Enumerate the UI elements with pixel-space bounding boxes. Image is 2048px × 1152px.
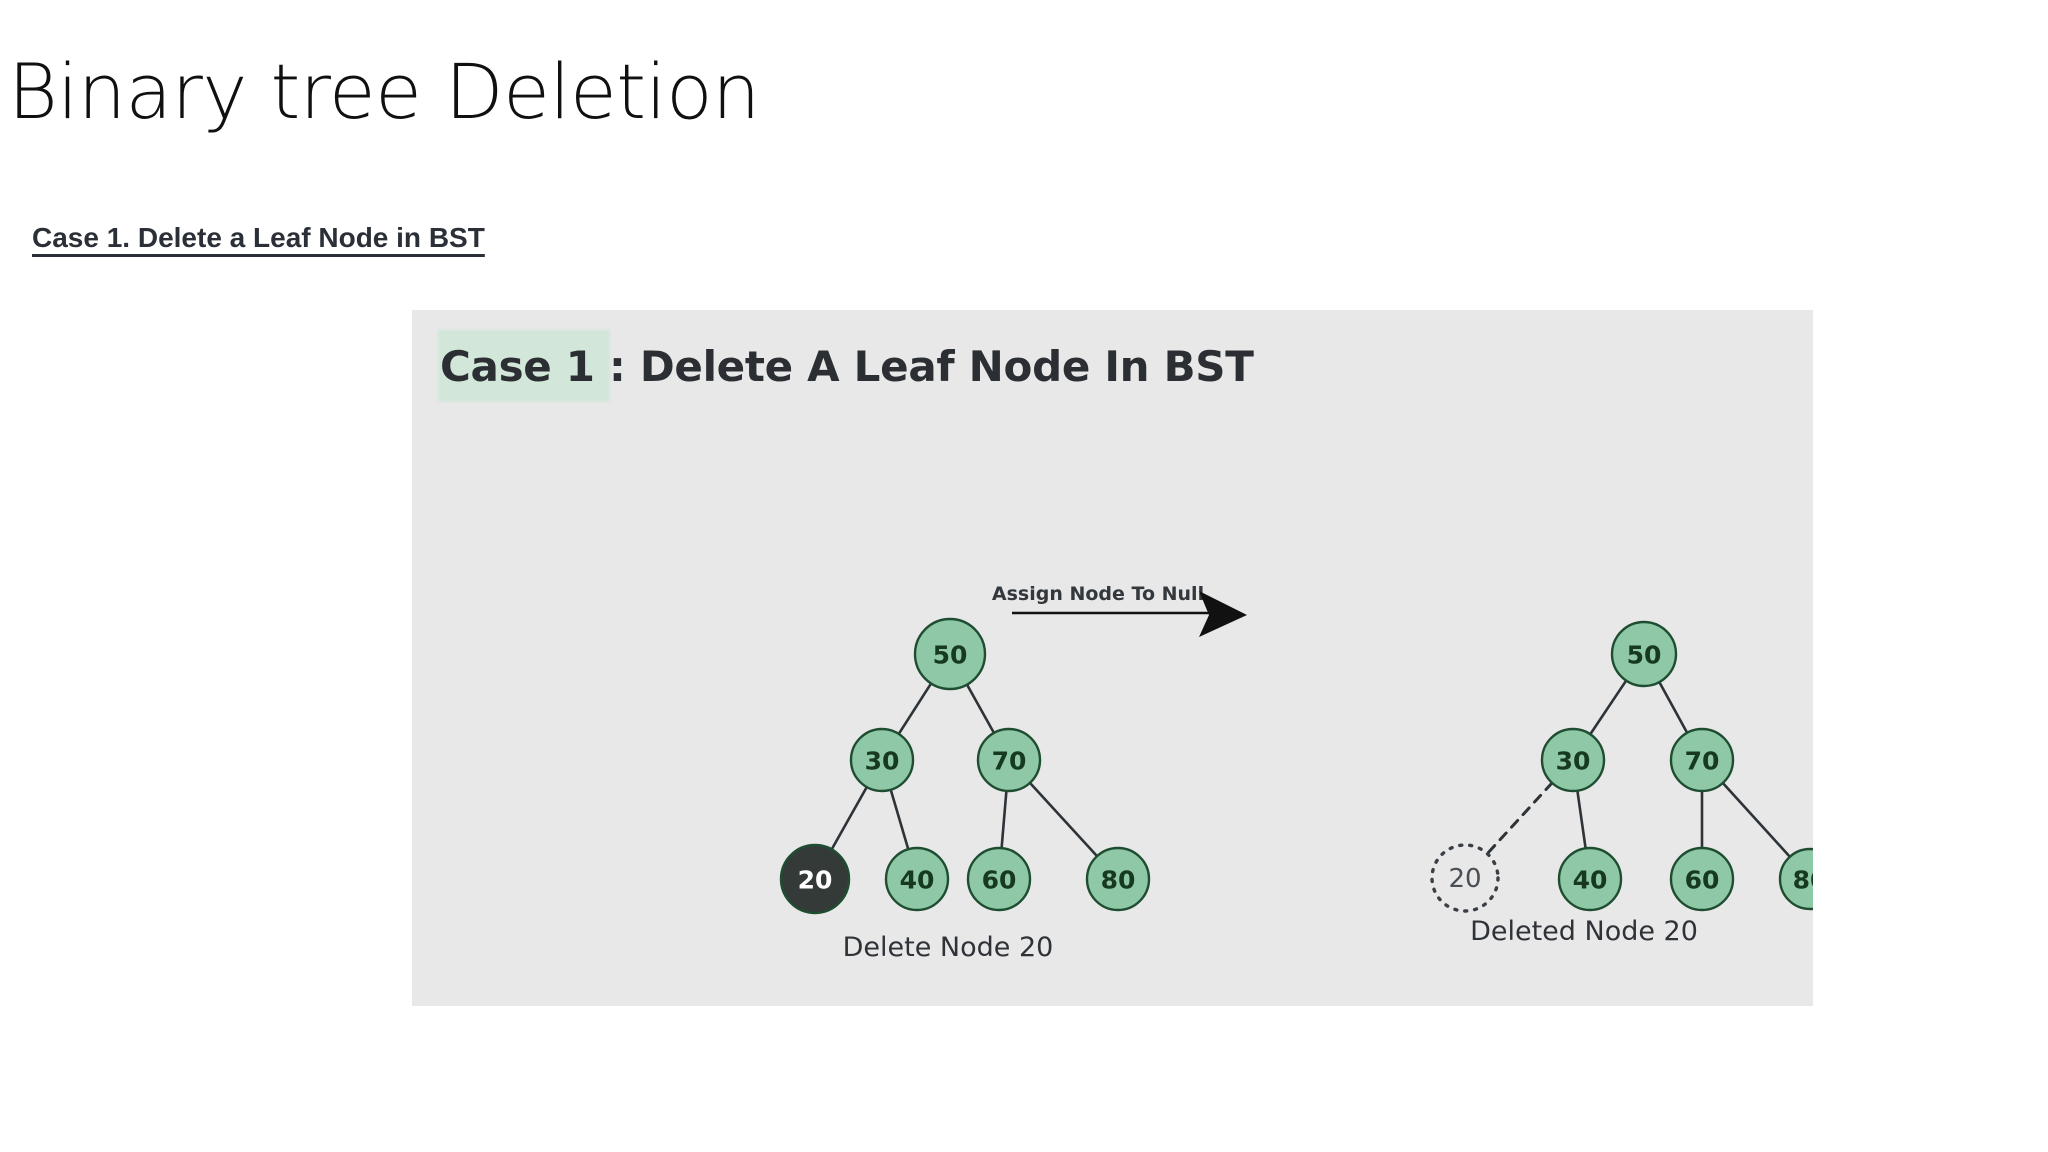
- right-tree-edges: [1576, 679, 1791, 858]
- tree-node-circle: [1610, 620, 1678, 688]
- tree-node-circle: [1669, 846, 1735, 912]
- left-tree-nodes: 50 30 70 20 40 60 80: [779, 617, 1151, 915]
- tree-node-label: 40: [1573, 866, 1608, 895]
- tree-node-80[interactable]: 80: [1778, 847, 1813, 911]
- tree-edge: [1028, 781, 1099, 858]
- bst-deletion-diagram: 50 30 70 20 40 60 80 Delete Node 20 Assign Nod…: [779, 583, 1813, 963]
- tree-node-label: 60: [1685, 866, 1720, 895]
- tree-node-30[interactable]: 30: [1540, 727, 1606, 793]
- tree-edge: [1658, 681, 1689, 734]
- case-subheading: Case 1. Delete a Leaf Node in BST: [32, 222, 485, 253]
- tree-node-60[interactable]: 60: [1669, 846, 1735, 912]
- right-tree-dashed-edges: [1485, 781, 1554, 856]
- page-title: Binary tree Deletion: [8, 47, 760, 136]
- tree-node-circle: [1085, 846, 1151, 912]
- tree-edge: [1589, 679, 1628, 735]
- figure-heading-highlight: [438, 330, 610, 402]
- tree-node-70[interactable]: 70: [1669, 727, 1735, 793]
- tree-edge: [897, 682, 933, 735]
- tree-node-label: 50: [933, 641, 968, 670]
- arrow-head-icon: [1199, 591, 1247, 637]
- right-tree-caption: Deleted Node 20: [1470, 916, 1698, 947]
- left-tree-group: 50 30 70 20 40 60 80: [779, 617, 1151, 915]
- tree-edge: [889, 789, 910, 850]
- tree-node-label: 30: [865, 747, 900, 776]
- tree-edge: [1000, 790, 1008, 849]
- figure-heading: Case 1 : Delete A Leaf Node In BST: [440, 341, 1254, 391]
- tree-node-70[interactable]: 70: [976, 727, 1042, 793]
- tree-node-80[interactable]: 80: [1085, 846, 1151, 912]
- tree-node-20[interactable]: 20: [779, 843, 851, 915]
- left-tree-caption: Delete Node 20: [843, 932, 1054, 963]
- figure-heading-wrap: Case 1 : Delete A Leaf Node In BST: [440, 332, 1254, 400]
- tree-node-circle: [849, 727, 915, 793]
- tree-node-circle: [1669, 727, 1735, 793]
- tree-node-label: 20: [1448, 864, 1481, 894]
- tree-node-60[interactable]: 60: [966, 846, 1032, 912]
- tree-edge-dashed: [1485, 781, 1554, 856]
- right-tree-nodes: 50 30 70 20 40 60 80: [1430, 620, 1813, 913]
- tree-node-label: 60: [982, 866, 1017, 895]
- tree-edge: [1576, 790, 1587, 849]
- tree-node-circle: [913, 617, 987, 691]
- tree-node-circle: [966, 846, 1032, 912]
- tree-node-label: 40: [900, 866, 935, 895]
- assign-null-arrow: Assign Node To Null: [992, 583, 1247, 637]
- tree-node-label: 50: [1627, 641, 1662, 670]
- tree-node-circle: [1778, 847, 1813, 911]
- arrow-label: Assign Node To Null: [992, 583, 1204, 605]
- figure-panel: Case 1 : Delete A Leaf Node In BST 50 30 7…: [412, 310, 1813, 1006]
- tree-node-40[interactable]: 40: [1557, 846, 1623, 912]
- tree-edge: [965, 683, 996, 734]
- tree-node-label: 80: [1793, 866, 1813, 895]
- tree-node-label: 70: [992, 747, 1027, 776]
- tree-node-label: 20: [798, 866, 833, 895]
- tree-node-50[interactable]: 50: [1610, 620, 1678, 688]
- tree-node-circle: [1557, 846, 1623, 912]
- tree-node-circle: [884, 846, 950, 912]
- tree-node-label: 80: [1101, 866, 1136, 895]
- tree-node-circle: [1430, 843, 1500, 913]
- tree-node-circle: [779, 843, 851, 915]
- tree-node-circle: [976, 727, 1042, 793]
- left-tree-edges: [830, 682, 1099, 858]
- tree-node-circle: [1540, 727, 1606, 793]
- right-tree-group: 50 30 70 20 40 60 80: [1430, 620, 1813, 913]
- tree-node-30[interactable]: 30: [849, 727, 915, 793]
- tree-node-40[interactable]: 40: [884, 846, 950, 912]
- tree-node-20[interactable]: 20: [1430, 843, 1500, 913]
- tree-node-50[interactable]: 50: [913, 617, 987, 691]
- tree-edge: [1721, 782, 1791, 858]
- tree-node-label: 30: [1556, 747, 1591, 776]
- tree-edge: [830, 786, 868, 851]
- tree-node-label: 70: [1685, 747, 1720, 776]
